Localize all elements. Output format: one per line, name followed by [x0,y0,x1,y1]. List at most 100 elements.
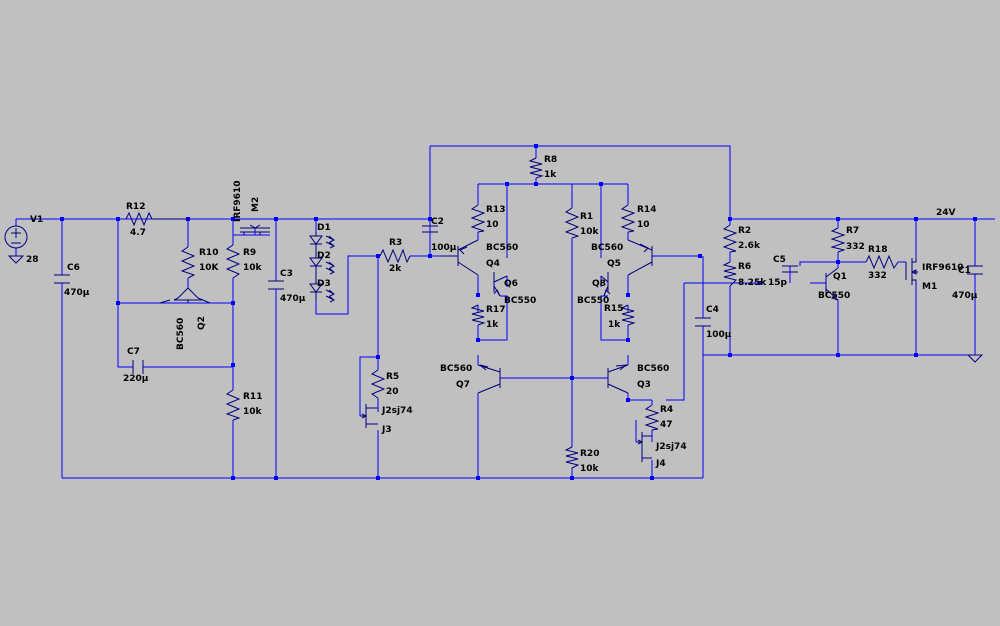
transistor-q5[interactable]: BC560 Q5 [591,239,653,276]
voltage-source-v1[interactable]: V1 28 [4,215,43,265]
ground-symbol [966,354,984,363]
j3-model: J2sj74 [381,406,413,416]
resistor-r2[interactable]: R2 2.6k [722,224,761,253]
resistor-r3[interactable]: R3 2k [379,238,411,274]
q1-name: Q1 [833,272,847,282]
c7-value: 220µ [123,374,149,384]
resistor-r13[interactable]: R13 10 [470,204,505,233]
c5-name: C5 [773,255,786,265]
q7-model: BC560 [440,364,472,374]
transistor-q8[interactable]: Q8 BC550 [577,272,611,306]
resistor-r20[interactable]: R20 10k [564,446,600,474]
q8-model: BC550 [577,296,609,306]
transistor-q4[interactable]: BC560 Q4 [440,239,518,276]
d2-name: D2 [317,251,331,261]
r15-name: R15 [604,304,623,314]
r2-name: R2 [738,226,751,236]
r4-value: 47 [660,420,673,430]
capacitor-c5[interactable]: C5 15p [768,255,798,288]
capacitor-c4[interactable]: C4 100µ [695,305,732,340]
r5-name: R5 [386,372,399,382]
c1-name: C1 [958,266,971,276]
r11-name: R11 [243,392,262,402]
supply-label: 24V [936,208,956,218]
transistor-q7[interactable]: BC560 Q7 [440,364,501,394]
diode-d3[interactable]: D3 [309,279,335,303]
r15-value: 1k [608,320,621,330]
r6-value: 8.25k [738,278,767,288]
jfet-j4[interactable]: J2sj74 J4 [636,432,687,469]
r20-name: R20 [580,449,599,459]
q8-name: Q8 [592,279,606,289]
transistor-q6[interactable]: Q6 BC550 [493,272,536,306]
r13-name: R13 [486,205,505,215]
r13-value: 10 [486,220,499,230]
q7-name: Q7 [456,380,470,390]
c5-value: 15p [768,278,788,288]
resistor-r10[interactable]: R10 10K [180,246,220,279]
r12-value: 4.7 [130,228,146,238]
r17-value: 1k [486,320,499,330]
q4-model: BC560 [486,243,518,253]
r20-value: 10k [580,464,600,474]
c6-name: C6 [67,263,80,273]
r1-value: 10k [580,227,600,237]
capacitor-c1[interactable]: C1 470µ [952,265,983,301]
resistor-r9[interactable]: R9 10k [225,244,263,279]
mosfet-m2[interactable]: IRF9610 M2 [233,181,270,235]
r3-value: 2k [389,264,402,274]
q3-model: BC560 [637,364,669,374]
resistor-r4[interactable]: R4 47 [644,404,673,431]
resistor-r6[interactable]: R6 8.25k [722,261,767,288]
capacitor-c6[interactable]: C6 470µ [54,263,90,298]
q6-name: Q6 [504,279,518,289]
r14-value: 10 [637,220,650,230]
resistor-r8[interactable]: R8 1k [528,155,557,180]
diode-d2[interactable]: D2 [309,251,335,280]
c6-value: 470µ [64,288,90,298]
q5-name: Q5 [607,259,621,269]
r18-name: R18 [868,245,887,255]
resistor-r18[interactable]: R18 332 [865,245,899,281]
q2-model: BC560 [176,318,186,350]
resistor-r7[interactable]: R7 332 [830,226,865,253]
j3-name: J3 [381,425,392,435]
q4-name: Q4 [486,259,500,269]
c7-name: C7 [127,347,140,357]
resistor-r1[interactable]: R1 10k [564,207,600,239]
diode-d1[interactable]: D1 [309,223,335,254]
r10-value: 10K [199,263,220,273]
jfet-j3[interactable]: J2sj74 J3 [360,404,413,435]
capacitor-c2[interactable]: C2 100µ [422,217,457,253]
resistor-r14[interactable]: R14 10 [620,204,656,233]
r10-name: R10 [199,248,218,258]
r5-value: 20 [386,387,399,397]
c4-value: 100µ [706,330,732,340]
m1-name: M1 [922,282,937,292]
resistor-r5[interactable]: R5 20 [370,369,399,399]
r17-name: R17 [486,305,505,315]
c4-name: C4 [706,305,719,315]
transistor-q3[interactable]: BC560 Q3 [607,364,669,394]
resistor-r12[interactable]: R12 4.7 [125,202,188,238]
r2-value: 2.6k [738,241,761,251]
c2-name: C2 [431,217,444,227]
r8-name: R8 [544,155,557,165]
c1-value: 470µ [952,291,978,301]
m2-name: M2 [251,197,261,212]
v1-name: V1 [30,215,43,225]
v1-value: 28 [26,255,39,265]
wires [15,145,995,479]
transistor-q2[interactable]: BC560 Q2 [159,287,211,350]
transistor-q1[interactable]: Q1 BC550 [818,267,850,301]
capacitor-c7[interactable]: C7 220µ [123,347,149,384]
q6-model: BC550 [504,296,536,306]
q5-model: BC560 [591,243,623,253]
resistor-r15[interactable]: R15 1k [604,304,636,330]
resistor-r11[interactable]: R11 10k [225,389,263,421]
r7-name: R7 [846,226,859,236]
resistor-r17[interactable]: R17 1k [470,304,505,330]
mosfet-m1[interactable]: IRF9610 M1 [905,258,963,292]
capacitor-c3[interactable]: C3 470µ [268,269,306,304]
